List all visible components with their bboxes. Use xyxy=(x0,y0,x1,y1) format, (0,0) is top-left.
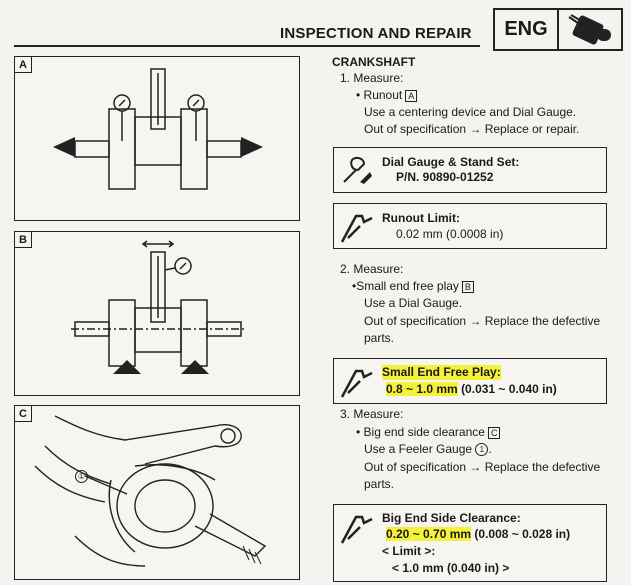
big-end-value-metric: 0.20 ~ 0.70 mm xyxy=(386,527,472,541)
crankshaft-runout-diagram xyxy=(53,68,263,190)
caliper-icon xyxy=(340,369,373,398)
small-end-value-metric: 0.8 ~ 1.0 mm xyxy=(386,382,458,396)
big-end-value: 0.20 ~ 0.70 mm (0.008 ~ 0.028 in) xyxy=(386,527,570,542)
big-end-value-imperial: (0.008 ~ 0.028 in) xyxy=(474,527,571,541)
big-end-limit-value: < 1.0 mm (0.040 in) > xyxy=(392,561,510,575)
step2-bullet-text: •Small end free play xyxy=(352,279,459,293)
figure-c-panel: C ① xyxy=(14,405,300,580)
figure-b-letter: B xyxy=(15,232,32,248)
big-end-clearance-illustration xyxy=(34,415,267,567)
step1-bullet-text: • Runout xyxy=(356,88,403,102)
small-end-free-play-diagram xyxy=(71,240,245,374)
figure-a-panel: A xyxy=(14,56,300,221)
runout-limit-box: Runout Limit: 0.02 mm (0.0008 in) xyxy=(333,203,607,249)
caliper-icon xyxy=(340,515,373,544)
eng-label: ENG xyxy=(495,10,559,49)
big-end-limit-label: < Limit >: xyxy=(382,544,436,558)
caliper-icon xyxy=(340,214,373,243)
step2-line1: Use a Dial Gauge. xyxy=(364,296,463,310)
step2-line2: Out of specification → Replace the defec… xyxy=(364,314,601,328)
step2-ref: B xyxy=(461,280,474,293)
wrench-icon xyxy=(343,156,372,184)
tool-spec-box: Dial Gauge & Stand Set: P/N. 90890-01252 xyxy=(333,147,607,193)
feeler-gauge-ref: 1 xyxy=(475,443,489,457)
section-title: CRANKSHAFT xyxy=(332,55,416,69)
step3-line1-end: . xyxy=(488,442,492,456)
tool-name: Dial Gauge & Stand Set: xyxy=(382,155,520,169)
small-end-value: 0.8 ~ 1.0 mm (0.031 ~ 0.040 in) xyxy=(386,382,557,397)
runout-label: Runout Limit: xyxy=(382,211,460,225)
step3-line1-text: Use a Feeler Gauge xyxy=(364,442,473,456)
step2-line3: parts. xyxy=(364,331,395,345)
engine-icon xyxy=(568,14,611,45)
small-end-box: Small End Free Play: 0.8 ~ 1.0 mm (0.031… xyxy=(333,358,607,404)
feeler-gauge-callout: ① xyxy=(75,470,88,483)
step3-bullet-text: • Big end side clearance xyxy=(356,425,485,439)
step3-heading: 3. Measure: xyxy=(340,407,404,421)
eng-badge: ENG xyxy=(493,8,623,51)
step3-line1: Use a Feeler Gauge 1. xyxy=(364,442,492,457)
step1-heading: 1. Measure: xyxy=(340,71,404,85)
step1-ref: A xyxy=(405,89,418,102)
small-end-value-imperial: (0.031 ~ 0.040 in) xyxy=(461,382,557,396)
big-end-box: Big End Side Clearance: 0.20 ~ 0.70 mm (… xyxy=(333,504,607,582)
step1-line2: Out of specification → Replace or repair… xyxy=(364,122,580,136)
step1-line1: Use a centering device and Dial Gauge. xyxy=(364,105,577,119)
figure-a-letter: A xyxy=(15,57,32,73)
figure-b-panel: B xyxy=(14,231,300,396)
figure-c-letter: C xyxy=(15,406,32,422)
runout-value: 0.02 mm (0.0008 in) xyxy=(396,227,504,241)
big-end-label: Big End Side Clearance: xyxy=(382,511,521,525)
tool-part-number: P/N. 90890-01252 xyxy=(396,170,494,184)
step2-heading: 2. Measure: xyxy=(340,262,404,276)
step3-line2: Out of specification → Replace the defec… xyxy=(364,460,601,474)
header-rule xyxy=(14,45,480,47)
step3-line3: parts. xyxy=(364,477,395,491)
step3-ref: C xyxy=(487,426,501,439)
small-end-label: Small End Free Play: xyxy=(382,365,501,380)
page-title: INSPECTION AND REPAIR xyxy=(280,25,472,42)
